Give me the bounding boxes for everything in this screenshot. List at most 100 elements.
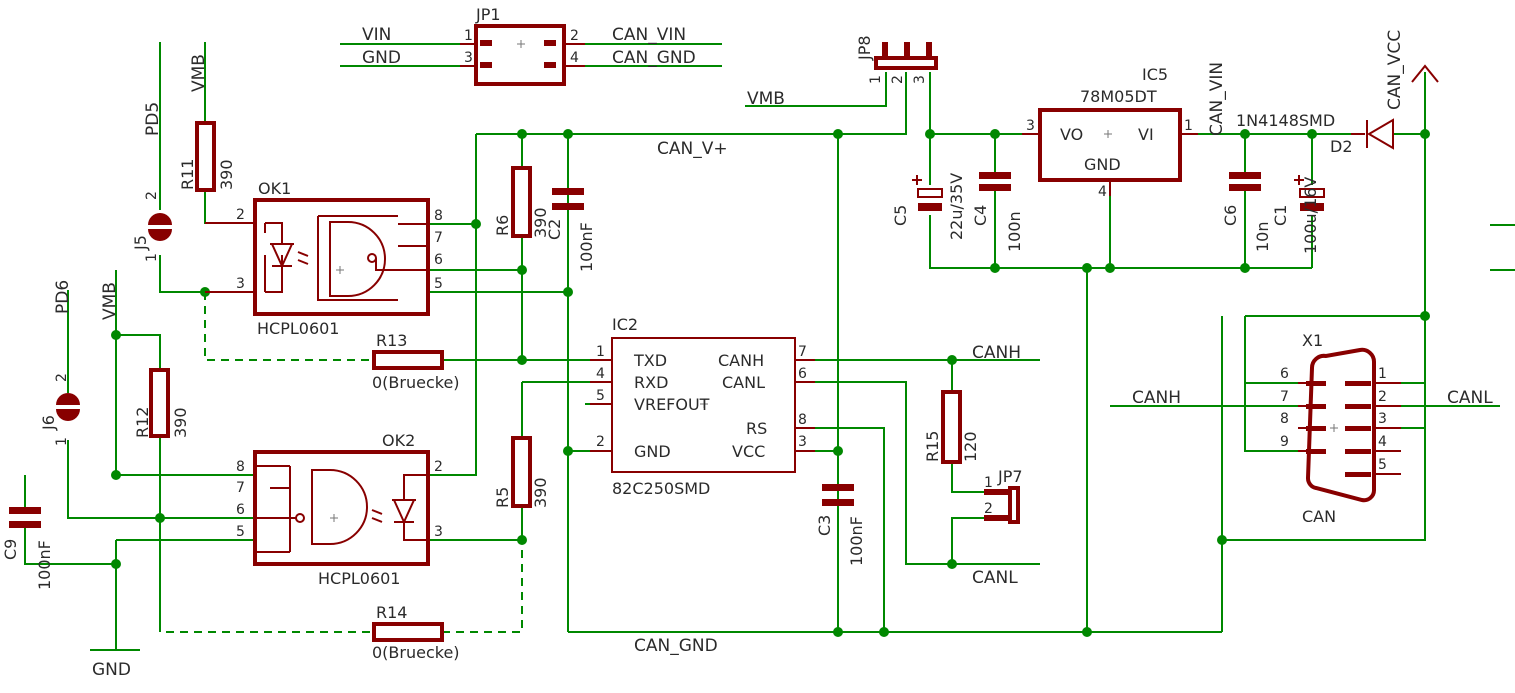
ok1-pin: 3 [236, 276, 245, 292]
jp7-header: JP7 1 2 [984, 467, 1023, 524]
junction-dot [1420, 129, 1430, 139]
junction-dot [563, 129, 573, 139]
ic2-can-transceiver: IC2 82C250SMD 1 4 5 2 7 6 8 3 TXD RXD VR… [590, 315, 815, 498]
ok1-optocoupler: OK1 HCPL0601 2 3 8 7 6 5 [205, 179, 443, 338]
r13-name: R13 [376, 331, 407, 350]
jp8-pin: 1 [868, 75, 884, 84]
c4-name: C4 [971, 205, 990, 226]
junction-dot [517, 265, 527, 275]
ok2-pin: 3 [434, 524, 443, 540]
ok1-pin: 7 [434, 230, 443, 246]
c1-value: 100u/16V [1301, 177, 1320, 254]
junction-dot [1240, 129, 1250, 139]
ic2-pin: 6 [798, 366, 807, 382]
j5-pin: 2 [144, 191, 160, 200]
r12-name: R12 [133, 407, 152, 438]
c9-capacitor: C9 100nF [1, 507, 54, 590]
jp1-name: JP1 [475, 5, 501, 24]
net-label-vmb: VMB [747, 89, 785, 109]
jp1-header: JP1 1 2 3 4 [460, 5, 585, 86]
x1-pin: 8 [1280, 411, 1289, 427]
c5-value: 22u/35V [947, 173, 966, 240]
jp8-pin: 3 [912, 75, 928, 84]
r12-value: 390 [171, 407, 190, 438]
r14-value: 0(Bruecke) [372, 643, 460, 662]
junction-dot [833, 446, 843, 456]
net-label-vmb-left: VMB [100, 282, 120, 320]
ic5-value: 78M05DT [1080, 87, 1157, 106]
ic5-name: IC5 [1142, 65, 1168, 84]
net-label-can-vin-ic5: CAN_VIN [1207, 62, 1227, 136]
net-label-can-vcc: CAN_VCC [1385, 30, 1405, 110]
c1-electrolytic-capacitor: C1 100u/16V [1271, 175, 1325, 254]
net-label-canh-x1: CANH [1132, 388, 1181, 408]
junction-dot [1420, 311, 1430, 321]
c9-value: 100nF [35, 540, 54, 590]
junction-dot [1307, 129, 1317, 139]
ic2-pin: 3 [798, 434, 807, 450]
ic5-pin: 3 [1026, 118, 1035, 134]
junction-dot [990, 129, 1000, 139]
ok2-pin: 8 [236, 459, 245, 475]
ic2-value: 82C250SMD [612, 479, 710, 498]
c5-electrolytic-capacitor: C5 22u/35V [891, 173, 966, 240]
c4-capacitor: C4 100n [971, 172, 1024, 252]
junction-dot [111, 470, 121, 480]
r13-resistor: R13 0(Bruecke) [372, 331, 460, 392]
net-label-can-gnd-bottom: CAN_GND [634, 636, 718, 656]
c6-name: C6 [1221, 205, 1240, 226]
ic2-pin-label: VREFOUT [634, 395, 710, 414]
x1-pin: 7 [1280, 389, 1289, 405]
ic2-name: IC2 [612, 315, 638, 334]
ic2-pin-label: CANH [718, 351, 764, 370]
j6-name: J6 [39, 415, 58, 431]
junction-dot [563, 446, 573, 456]
junction-dot [833, 129, 843, 139]
jp1-pin: 4 [570, 50, 579, 66]
ic5-voltage-regulator: IC5 78M05DT 3 1 4 VO VI GND [1022, 65, 1198, 200]
ic5-pin-label: GND [1084, 155, 1121, 174]
x1-dsub-connector: X1 CAN 6 7 8 9 1 2 3 4 5 [1280, 331, 1401, 526]
ok1-pin: 8 [434, 208, 443, 224]
r5-name: R5 [493, 487, 512, 508]
junction-dot [517, 355, 527, 365]
ic2-pin-label: TXD [633, 351, 667, 370]
jp1-pin: 3 [464, 50, 473, 66]
ok2-pin: 6 [236, 502, 245, 518]
ic2-pin-label: VCC [732, 442, 765, 461]
junction-dot [947, 559, 957, 569]
j5-name: J5 [131, 235, 150, 251]
ok1-value: HCPL0601 [257, 319, 339, 338]
j6-solder-jumper: J6 2 1 [39, 373, 80, 446]
d2-name: D2 [1330, 137, 1353, 156]
r14-name: R14 [376, 603, 407, 622]
junction-dot [1082, 263, 1092, 273]
ic5-pin: 4 [1098, 184, 1107, 200]
ic2-pin-label: RXD [634, 373, 668, 392]
ok2-pin: 2 [434, 459, 443, 475]
jp7-name: JP7 [997, 467, 1023, 486]
junction-dot [517, 129, 527, 139]
r6-name: R6 [493, 215, 512, 236]
net-label-canh: CANH [972, 343, 1021, 363]
junction-dot [1217, 535, 1227, 545]
ic2-pin: 2 [596, 434, 605, 450]
ok1-pin: 6 [434, 252, 443, 268]
net-label-canl: CANL [972, 568, 1018, 588]
net-label-can-vin: CAN_VIN [612, 25, 686, 45]
net-label-pd6: PD6 [53, 280, 73, 314]
c3-name: C3 [815, 515, 834, 536]
junction-dot [563, 287, 573, 297]
ic5-pin: 1 [1184, 118, 1193, 134]
ic5-pin-label: VI [1138, 125, 1154, 144]
x1-pin: 1 [1378, 366, 1387, 382]
j5-solder-jumper: J5 2 1 [131, 191, 172, 262]
jp7-pin: 1 [984, 475, 993, 491]
junction-dot [517, 535, 527, 545]
ok1-name: OK1 [258, 179, 291, 198]
net-label-can-vplus: CAN_V+ [657, 139, 728, 159]
jp8-pin: 2 [890, 75, 906, 84]
net-label-canl-x1: CANL [1447, 388, 1493, 408]
c3-value: 100nF [847, 516, 866, 566]
jp7-pin: 2 [984, 501, 993, 517]
